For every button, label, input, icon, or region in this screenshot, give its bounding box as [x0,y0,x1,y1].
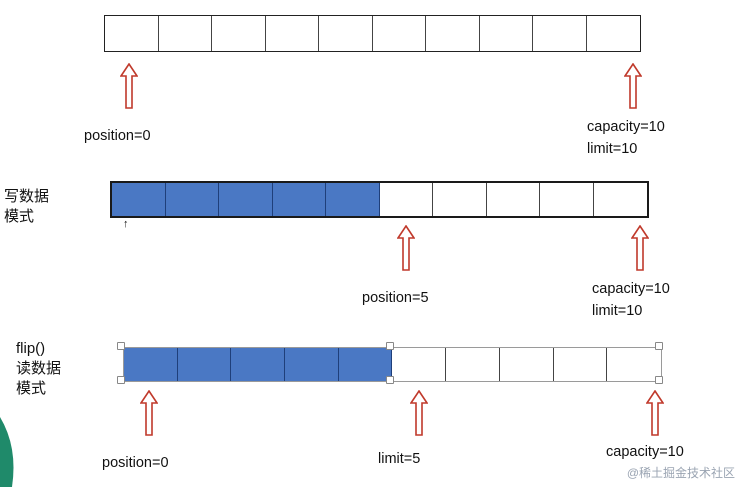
buffer-cell-empty [380,183,433,216]
small-up-arrow-icon: ↑ [123,218,129,230]
read-mode-label: flip() 读数据 模式 [16,339,61,399]
position-label: position=5 [362,290,429,306]
limit-label: limit=10 [587,141,638,157]
buffer-cell-empty [533,16,587,51]
capacity-label: capacity=10 [587,119,665,135]
watermark: @稀土掘金技术社区 [626,466,735,480]
capacity-arrow [646,390,664,436]
selection-handle [655,376,663,384]
buffer-cell-filled [165,183,219,216]
buffer-cell-empty [392,348,447,381]
buffer-cell-filled [112,183,166,216]
buffer-cell-filled [285,348,339,381]
position-arrow [120,63,138,109]
buffer-cell-empty [587,16,641,51]
write-mode-line2: 模式 [4,208,35,225]
buffer-cell-empty [554,348,608,381]
corner-decoration [0,417,14,487]
flip-call-label: flip() [16,340,46,357]
limit-label: limit=5 [378,451,421,467]
position-arrow [397,225,415,271]
buffer-cell-filled [231,348,286,381]
buffer-cell-filled [177,348,232,381]
limit-label: limit=10 [592,303,643,319]
empty-buffer [104,15,641,52]
read-mode-line2: 读数据 [16,360,62,377]
capacity-label: capacity=10 [606,444,684,460]
selection-handle [386,376,394,384]
buffer-cell-empty [607,348,661,381]
buffer-cell-empty [594,183,648,216]
read-mode-line3: 模式 [16,380,47,397]
write-mode-line1: 写数据 [4,188,50,205]
buffer-cell-empty [480,16,533,51]
position-label: position=0 [102,455,169,471]
position-label: position=0 [84,128,151,144]
buffer-cell-empty [487,183,540,216]
selection-handle [117,342,125,350]
buffer-cell-filled [326,183,380,216]
selection-handle [117,376,125,384]
buffer-cell-empty [373,16,426,51]
buffer-cell-empty [159,16,212,51]
read-buffer [123,347,662,382]
buffer-cell-empty [212,16,266,51]
buffer-cell-empty [319,16,373,51]
buffer-cell-empty [426,16,480,51]
selection-handle [386,342,394,350]
buffer-cell-empty [540,183,594,216]
position-arrow [140,390,158,436]
buffer-cell-filled [219,183,273,216]
buffer-cell-filled [124,348,178,381]
capacity-arrow [624,63,642,109]
selection-handle [655,342,663,350]
buffer-cell-filled [338,348,393,381]
buffer-cell-empty [446,348,500,381]
capacity-label: capacity=10 [592,281,670,297]
buffer-cell-empty [433,183,487,216]
buffer-cell-filled [272,183,326,216]
write-mode-label: 写数据 模式 [4,187,49,227]
capacity-arrow [631,225,649,271]
write-buffer [110,181,649,218]
limit-arrow [410,390,428,436]
buffer-cell-empty [105,16,159,51]
buffer-cell-empty [500,348,554,381]
buffer-cell-empty [266,16,319,51]
